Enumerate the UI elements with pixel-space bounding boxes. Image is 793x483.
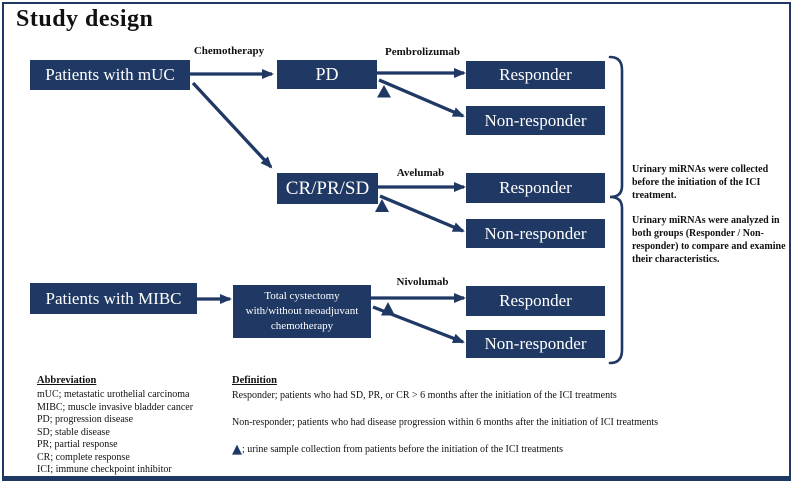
definition-marker-text: ; urine sample collection from patients …: [242, 444, 564, 456]
label-chemotherapy: Chemotherapy: [193, 45, 265, 57]
box-pd: PD: [277, 60, 377, 89]
label-avelumab: Avelumab: [396, 167, 445, 179]
annotation-paragraph: Urinary miRNAs were analyzed in both gro…: [632, 215, 786, 265]
annotation-block: Urinary miRNAs were collected before the…: [632, 163, 792, 266]
box-responder-mibc: Responder: [466, 286, 605, 316]
cystectomy-line: with/without neoadjuvant: [245, 305, 359, 318]
box-responder-crprsd: Responder: [466, 173, 605, 203]
abbreviation-heading: Abbreviation: [37, 375, 97, 386]
box-patients-mibc: Patients with MIBC: [30, 283, 197, 314]
definition-heading: Definition: [232, 375, 277, 386]
box-nonresponder-crprsd: Non-responder: [466, 219, 605, 248]
label-pembrolizumab: Pembrolizumab: [385, 46, 460, 58]
label-nivolumab: Nivolumab: [396, 276, 449, 288]
definition-legend: Definition Responder; patients who had S…: [232, 374, 662, 457]
definition-marker-line: ▲; urine sample collection from patients…: [232, 443, 662, 457]
page-title: Study design: [16, 6, 154, 32]
urine-marker-icon: ▲: [232, 442, 242, 458]
abbreviation-item: SD; stable disease: [37, 426, 110, 438]
abbreviation-item: MIBC; muscle invasive bladder cancer: [37, 401, 194, 413]
annotation-paragraph: Urinary miRNAs were collected before the…: [632, 164, 769, 201]
abbreviation-item: CR; complete response: [37, 451, 130, 463]
abbreviation-item: mUC; metastatic urothelial carcinoma: [37, 389, 190, 401]
abbreviation-item: PR; partial response: [37, 439, 118, 451]
definition-nonresponder: Non-responder; patients who had disease …: [232, 416, 659, 428]
abbreviation-legend: Abbreviation mUC; metastatic urothelial …: [37, 374, 237, 477]
box-patients-muc: Patients with mUC: [30, 60, 190, 90]
box-nonresponder-pd: Non-responder: [466, 106, 605, 135]
box-cystectomy: Total cystectomy with/without neoadjuvan…: [233, 285, 371, 338]
definition-responder: Responder; patients who had SD, PR, or C…: [232, 390, 617, 402]
cystectomy-line: Total cystectomy: [264, 290, 340, 303]
cystectomy-line: chemotherapy: [270, 319, 334, 332]
box-nonresponder-mibc: Non-responder: [466, 330, 605, 358]
box-responder-pd: Responder: [466, 61, 605, 89]
box-crprsd: CR/PR/SD: [277, 173, 378, 204]
abbreviation-item: ICI; immune checkpoint inhibitor: [37, 464, 172, 476]
abbreviation-item: PD; progression disease: [37, 414, 134, 426]
